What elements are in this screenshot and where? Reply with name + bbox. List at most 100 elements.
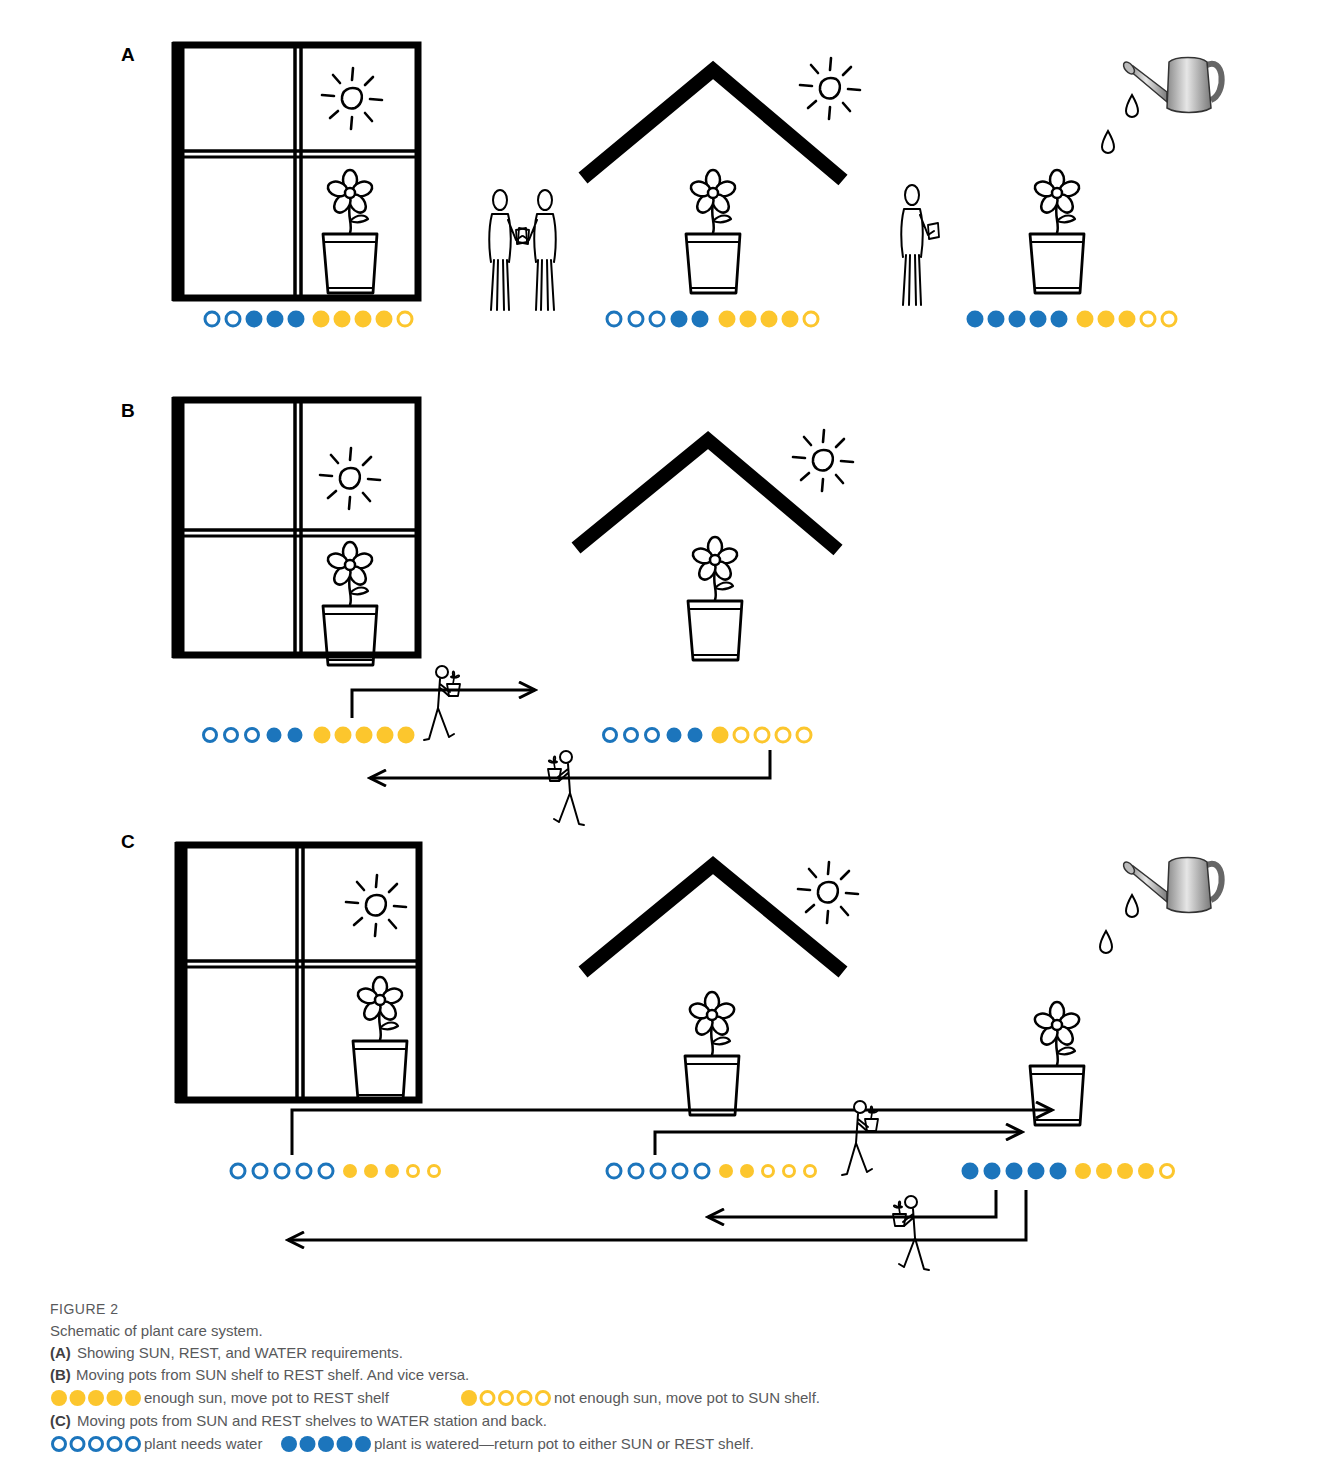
status-dot	[398, 312, 412, 326]
transom	[179, 959, 419, 963]
panel-letter: A	[121, 44, 135, 66]
status-dot	[1141, 312, 1155, 326]
status-dot	[204, 729, 217, 742]
status-dot	[267, 728, 282, 743]
potted-flower	[323, 542, 377, 665]
status-dot	[364, 1164, 378, 1178]
legend-text: enough sun, move pot to REST shelf	[144, 1389, 389, 1407]
panel-letter: C	[121, 831, 135, 853]
mullion	[293, 400, 297, 655]
legend-entry: not enough sun, move pot to SUN shelf.	[460, 1389, 820, 1407]
status-dot	[604, 729, 617, 742]
transom	[176, 535, 418, 538]
status-dot	[355, 311, 372, 328]
status-dot	[461, 1390, 477, 1406]
sun-symbol	[322, 68, 382, 129]
caption: Schematic of plant care system.	[50, 1322, 263, 1340]
mullion	[299, 400, 303, 655]
status-dot	[755, 728, 769, 742]
panel-reference: (A)	[50, 1344, 71, 1362]
transom	[176, 528, 418, 532]
status-dot	[429, 1166, 440, 1177]
move-arrow	[655, 1132, 1022, 1155]
status-dot	[385, 1164, 399, 1178]
potted-flower	[685, 992, 739, 1115]
status-dot	[343, 1164, 357, 1178]
mullion	[299, 45, 303, 298]
water-drop	[1126, 895, 1138, 917]
potted-flower	[323, 170, 377, 293]
potted-flower	[686, 170, 740, 293]
status-dot	[225, 729, 238, 742]
status-dot	[537, 1392, 550, 1405]
status-dot	[1077, 311, 1094, 328]
status-dot	[1030, 311, 1047, 328]
status-dot	[253, 1164, 267, 1178]
standing-person	[489, 190, 527, 310]
status-dot	[246, 729, 259, 742]
status-dot	[651, 1164, 665, 1178]
status-dot	[108, 1438, 121, 1451]
status-dots	[205, 311, 1176, 328]
status-dot	[688, 728, 703, 743]
status-dot	[712, 727, 729, 744]
roof	[583, 865, 843, 972]
water-drop	[1126, 95, 1138, 117]
sun-symbol	[793, 430, 853, 491]
status-dot	[88, 1390, 104, 1406]
status-dot	[1028, 1163, 1045, 1180]
sun-symbol	[798, 862, 858, 923]
dot-swatch	[460, 1389, 552, 1407]
person-carrying-pot	[424, 666, 460, 740]
sun-symbol	[800, 58, 860, 119]
move-arrow	[708, 1190, 996, 1217]
status-dot	[408, 1166, 419, 1177]
status-dot	[782, 311, 799, 328]
person-carrying-pot	[548, 751, 584, 825]
status-dot	[288, 728, 303, 743]
sun-symbol	[320, 448, 380, 509]
window-frame	[176, 400, 418, 655]
status-dot	[776, 728, 790, 742]
status-dot	[1138, 1163, 1154, 1179]
status-dot	[646, 729, 659, 742]
legend-entry: plant needs water	[50, 1435, 262, 1453]
mullion	[293, 45, 297, 298]
status-dot	[962, 1163, 979, 1180]
status-dot	[629, 1164, 643, 1178]
status-dot	[1075, 1163, 1091, 1179]
status-dots	[204, 727, 812, 744]
window	[176, 42, 418, 301]
status-dot	[625, 729, 638, 742]
transom	[176, 156, 418, 159]
window	[176, 397, 418, 658]
status-dot	[481, 1392, 494, 1405]
status-dot	[984, 1163, 1001, 1180]
water-drop	[1100, 931, 1112, 953]
status-dot	[988, 311, 1005, 328]
status-dot	[90, 1438, 103, 1451]
status-dot	[967, 311, 984, 328]
status-dot	[1119, 311, 1136, 328]
legend-text: plant needs water	[144, 1435, 262, 1453]
status-dot	[53, 1438, 66, 1451]
status-dot	[226, 312, 240, 326]
status-dot	[398, 727, 415, 744]
window-frame	[176, 45, 418, 298]
status-dot	[607, 1164, 621, 1178]
legend-text: not enough sun, move pot to SUN shelf.	[554, 1389, 820, 1407]
standing-person	[518, 190, 556, 310]
window-side	[175, 842, 188, 1103]
status-dot	[376, 311, 393, 328]
status-dot	[319, 1164, 333, 1178]
status-dot	[297, 1164, 311, 1178]
window-side	[172, 397, 185, 658]
status-dot	[1096, 1163, 1112, 1179]
status-dot	[797, 728, 811, 742]
status-dot	[719, 1164, 733, 1178]
panel-reference: (C)	[50, 1412, 71, 1430]
legend-text: plant is watered—return pot to either SU…	[374, 1435, 754, 1453]
status-dot	[377, 727, 394, 744]
status-dot	[51, 1390, 67, 1406]
dot-swatch	[50, 1389, 142, 1407]
